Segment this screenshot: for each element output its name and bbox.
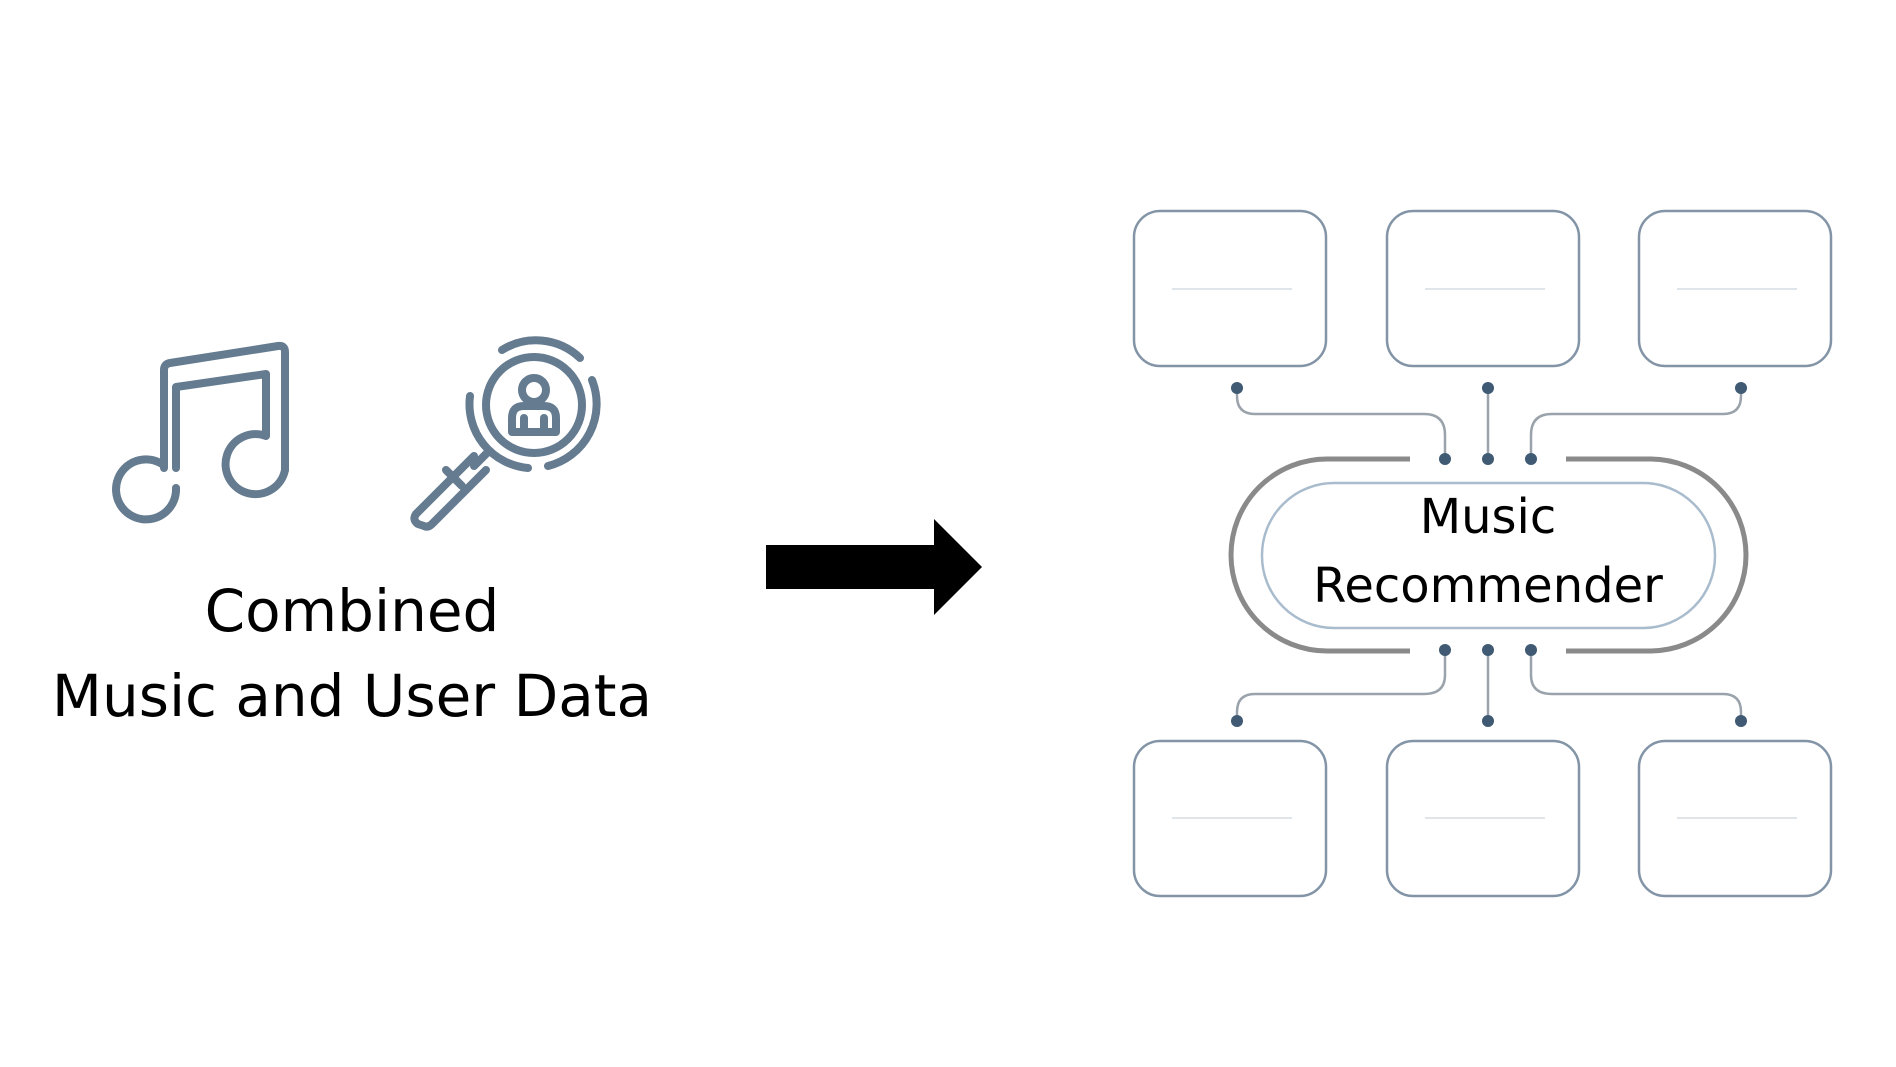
recommender-hub: Music Recommender [1228,456,1749,654]
connector-dot [1482,453,1494,465]
connector-dot [1231,715,1243,727]
caption-line-2: Music and User Data [52,662,652,730]
connector-dot [1525,453,1537,465]
right-arrow-icon [766,519,982,615]
connectors [1235,388,1743,721]
connector-dot [1439,453,1451,465]
connector-dot [1231,382,1243,394]
recommender-title-line-1: Music [1420,489,1557,545]
connector-dot [1439,644,1451,656]
connector-dot [1525,644,1537,656]
hub-inner-pill [1260,481,1717,630]
music-note-icon [112,341,289,524]
hub-outer-ring [1228,456,1749,654]
connector-bottom-right [1529,650,1743,721]
caption-line-1: Combined [205,577,500,645]
connector-dot [1482,715,1494,727]
connector-dot [1482,644,1494,656]
connector-top-left [1235,388,1447,459]
connector-top-right [1529,388,1743,459]
connector-dot [1482,382,1494,394]
connector-dots [1231,382,1747,727]
connector-dot [1735,715,1747,727]
recommender-title-line-2: Recommender [1313,558,1663,614]
user-search-icon [410,336,601,531]
connector-dot [1735,382,1747,394]
connector-bottom-left [1235,650,1447,721]
